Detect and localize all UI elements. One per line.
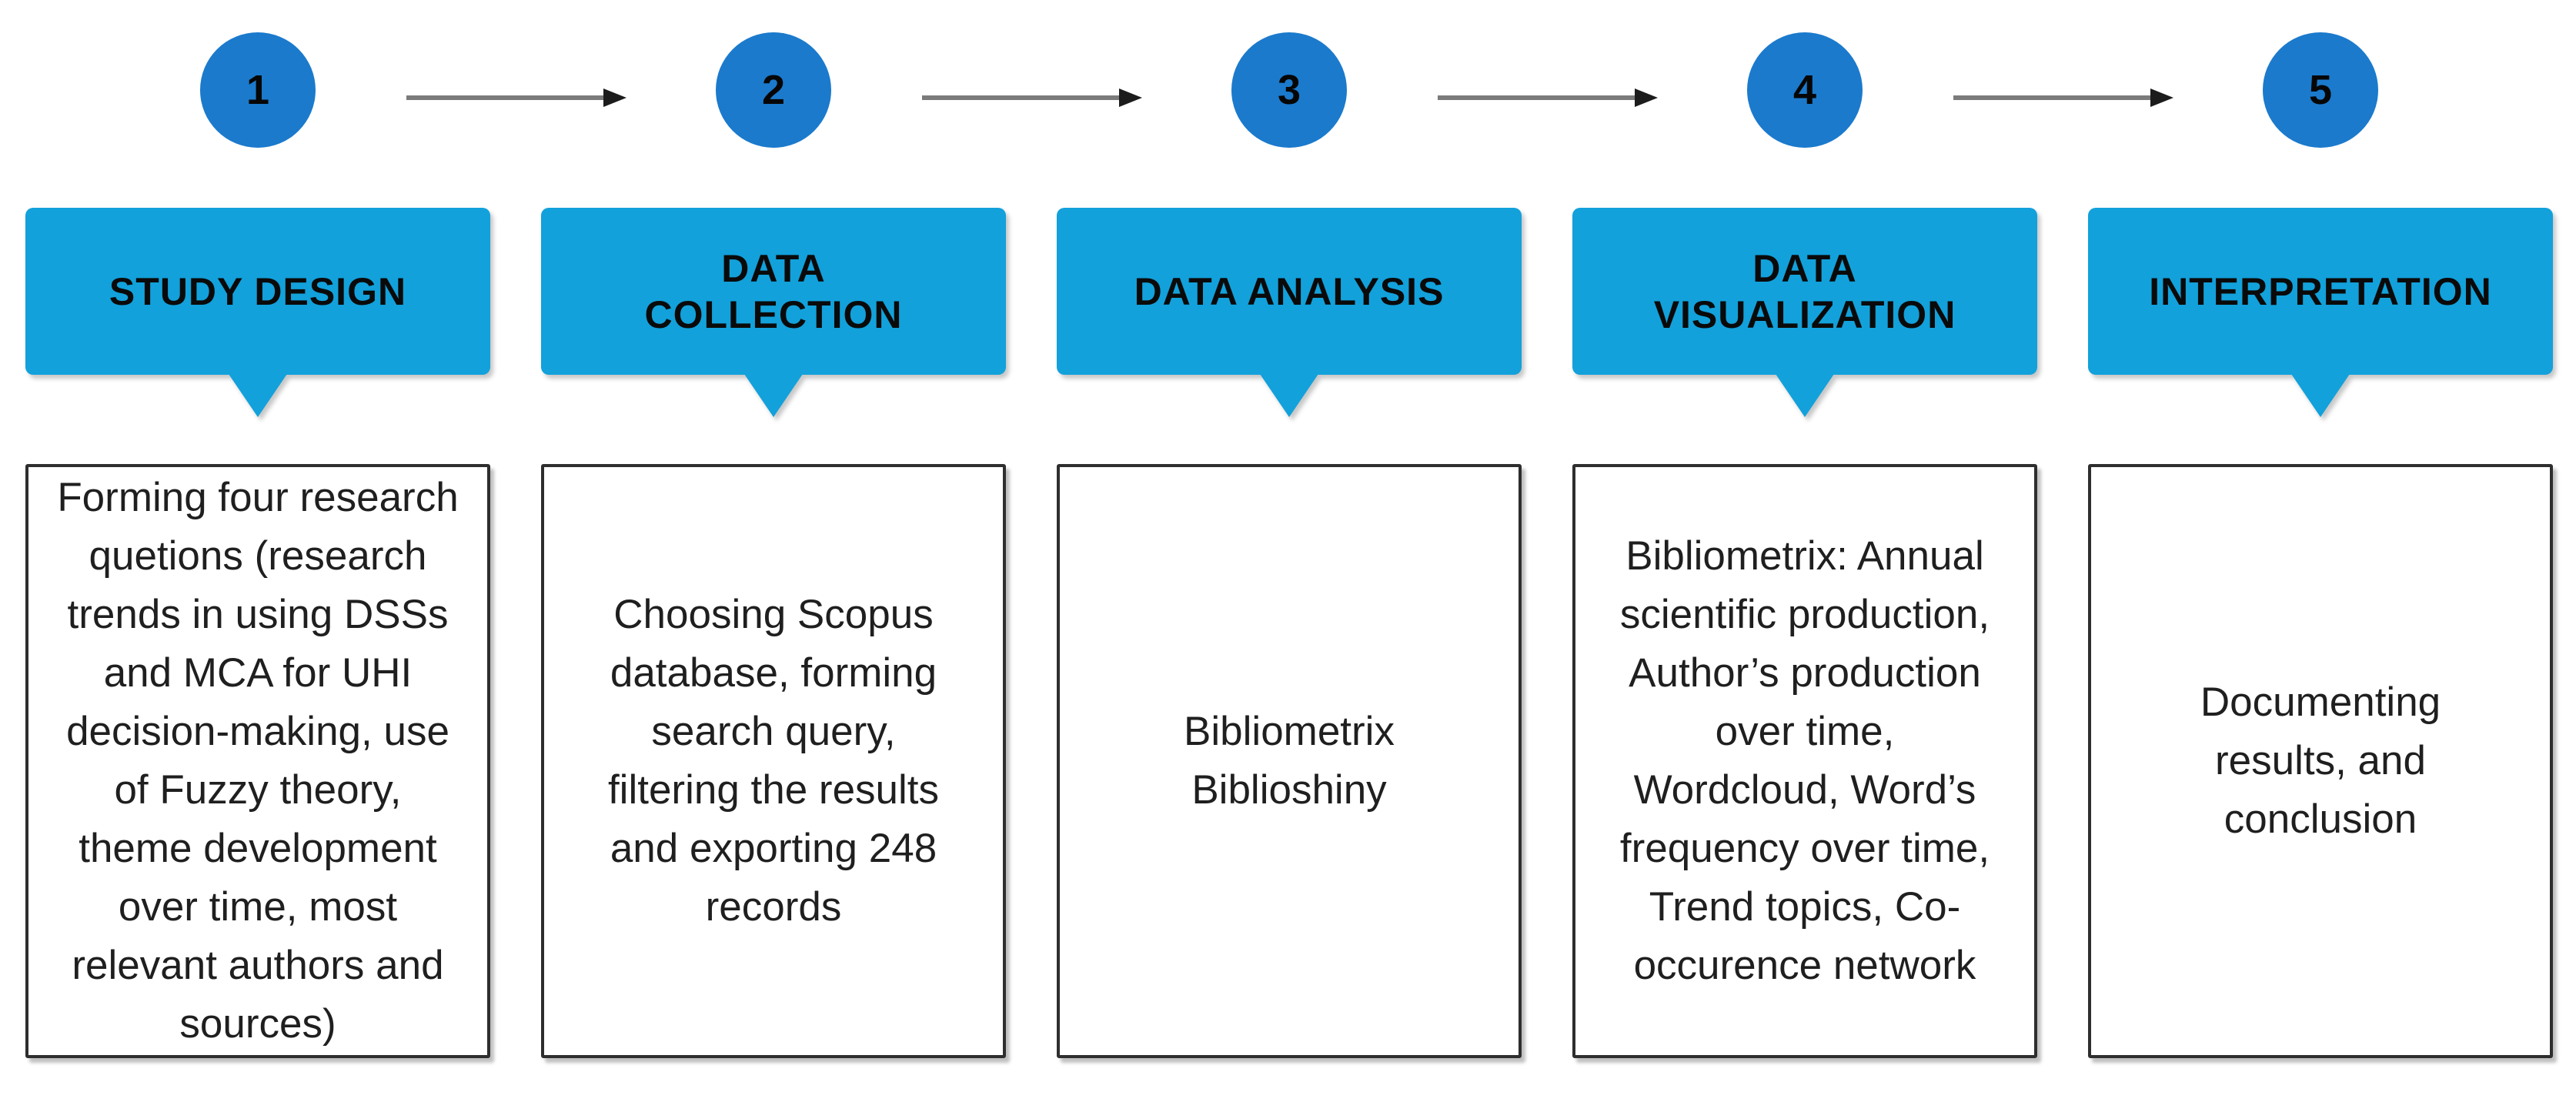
step-number-badge: 5: [2263, 32, 2378, 148]
step-description-box: Bibliometrix: Annual scientific producti…: [1572, 464, 2037, 1058]
step-description: Documenting results, and conclusion: [2200, 680, 2441, 842]
step-number: 3: [1277, 67, 1301, 113]
arrow-right-icon: [406, 88, 626, 107]
step-title-banner: DATA VISUALIZATION: [1572, 208, 2037, 417]
step-title: DATA COLLECTION: [644, 246, 903, 336]
step-description-box: Documenting results, and conclusion: [2088, 464, 2553, 1058]
banner-pointer-tail: [1260, 374, 1318, 417]
step-description: Choosing Scopus database, forming search…: [607, 592, 940, 930]
step-number: 4: [1793, 67, 1817, 113]
step-description-box: Bibliometrix Biblioshiny: [1057, 464, 1522, 1058]
step-title-banner: DATA ANALYSIS: [1057, 208, 1522, 417]
step-description-box: Forming four research quetions (research…: [25, 464, 490, 1058]
step-title: DATA VISUALIZATION: [1653, 246, 1956, 336]
step-number: 2: [761, 67, 786, 113]
arrow-right-icon: [1953, 88, 2173, 107]
step-title: STUDY DESIGN: [109, 269, 407, 313]
step-description: Bibliometrix: Annual scientific producti…: [1619, 533, 1990, 988]
step-description: Forming four research quetions (research…: [57, 475, 459, 1047]
banner-pointer-tail: [1776, 374, 1834, 417]
step-number-badge: 2: [716, 32, 831, 148]
step-description-box: Choosing Scopus database, forming search…: [541, 464, 1006, 1058]
step-number-badge: 3: [1231, 32, 1347, 148]
arrow-right-icon: [922, 88, 1142, 107]
step-number-badge: 4: [1747, 32, 1863, 148]
step-number: 1: [246, 67, 270, 113]
step-number-badge: 1: [200, 32, 316, 148]
flow-step-1: 1 STUDY DESIGN Forming four research que…: [25, 0, 490, 1102]
step-description: Bibliometrix Biblioshiny: [1184, 709, 1395, 813]
step-title-banner: INTERPRETATION: [2088, 208, 2553, 417]
step-title-banner: STUDY DESIGN: [25, 208, 490, 417]
banner-pointer-tail: [2291, 374, 2350, 417]
arrow-right-icon: [1438, 88, 1658, 107]
banner-pointer-tail: [229, 374, 287, 417]
flow-step-2: 2 DATA COLLECTION Choosing Scopus databa…: [541, 0, 1006, 1102]
banner-pointer-tail: [744, 374, 803, 417]
step-number: 5: [2308, 67, 2333, 113]
flow-step-3: 3 DATA ANALYSIS Bibliometrix Biblioshiny: [1057, 0, 1522, 1102]
flow-step-5: 5 INTERPRETATION Documenting results, an…: [2088, 0, 2553, 1102]
step-title: DATA ANALYSIS: [1134, 269, 1445, 313]
step-title-banner: DATA COLLECTION: [541, 208, 1006, 417]
flow-step-4: 4 DATA VISUALIZATION Bibliometrix: Annua…: [1572, 0, 2037, 1102]
step-title: INTERPRETATION: [2149, 269, 2492, 313]
